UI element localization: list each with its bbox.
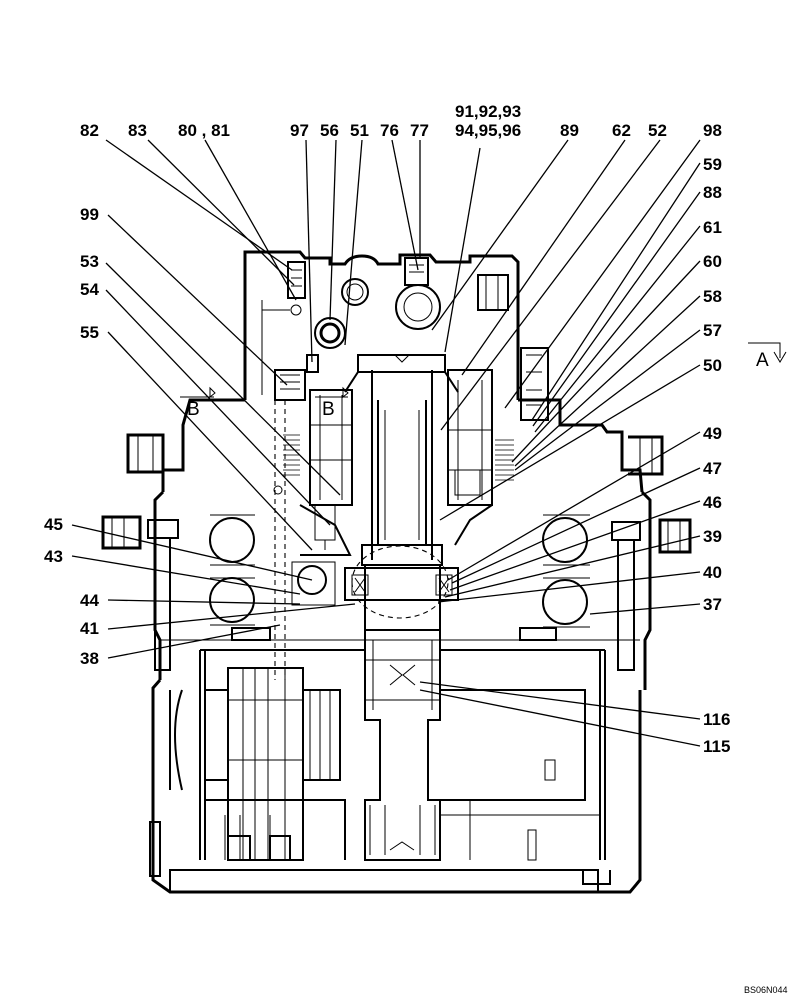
label-59: 59	[703, 155, 722, 174]
label-51: 51	[350, 121, 369, 140]
label-46: 46	[703, 493, 722, 512]
label-83: 83	[128, 121, 147, 140]
label-98: 98	[703, 121, 722, 140]
label-80-81: 80 , 81	[178, 121, 230, 140]
cylinder-block	[283, 369, 514, 556]
bearing-balls	[209, 514, 590, 628]
label-41: 41	[80, 619, 99, 638]
tie-bolts	[147, 519, 641, 671]
planetary-gear-section	[160, 629, 640, 861]
label-44: 44	[80, 591, 99, 610]
label-97: 97	[290, 121, 309, 140]
main-shaft	[344, 354, 459, 630]
label-76: 76	[380, 121, 399, 140]
label-50: 50	[703, 356, 722, 375]
label-77: 77	[410, 121, 429, 140]
label-115: 115	[703, 737, 730, 756]
label-94-95-96: 94,95,96	[455, 121, 521, 140]
label-57: 57	[703, 321, 722, 340]
label-99: 99	[80, 205, 99, 224]
label-49: 49	[703, 424, 722, 443]
label-43: 43	[44, 547, 63, 566]
label-58: 58	[703, 287, 722, 306]
label-45: 45	[44, 515, 63, 534]
section-marks: B B A	[180, 342, 787, 420]
label-53: 53	[80, 252, 99, 271]
label-60: 60	[703, 252, 722, 271]
label-52: 52	[648, 121, 667, 140]
label-56: 56	[320, 121, 339, 140]
label-61: 61	[703, 218, 722, 237]
label-40: 40	[703, 563, 722, 582]
label-47: 47	[703, 459, 722, 478]
leader-lines	[71, 139, 701, 747]
label-88: 88	[703, 183, 722, 202]
top-fittings	[261, 257, 549, 680]
label-54: 54	[80, 280, 99, 299]
label-62: 62	[612, 121, 631, 140]
section-mark-a: A	[756, 350, 769, 371]
label-82: 82	[80, 121, 99, 140]
drawing-code: BS06N044	[744, 985, 788, 995]
label-116: 116	[703, 710, 730, 729]
section-mark-b-left: B	[187, 399, 200, 420]
part-labels: 82 83 80 , 81 97 56 51 76 77 91,92,93 94…	[44, 102, 730, 756]
label-91-92-93: 91,92,93	[455, 102, 521, 121]
section-mark-b-right: B	[322, 399, 335, 420]
label-38: 38	[80, 649, 99, 668]
label-37: 37	[703, 595, 722, 614]
label-89: 89	[560, 121, 579, 140]
label-55: 55	[80, 323, 99, 342]
label-39: 39	[703, 527, 722, 546]
